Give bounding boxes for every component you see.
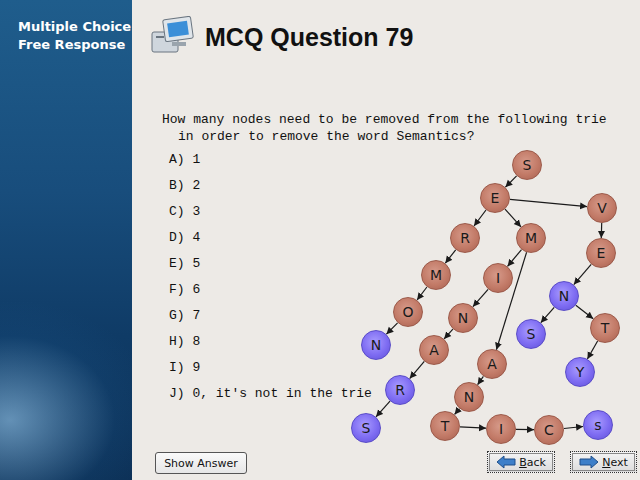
- node-letter: E: [491, 190, 500, 206]
- trie-node: S: [516, 319, 546, 349]
- trie-edge: [417, 287, 427, 300]
- trie-node: S: [351, 413, 381, 443]
- trie-node: S: [512, 150, 542, 180]
- nav-button: Next: [570, 451, 637, 473]
- node-letter: A: [429, 342, 439, 358]
- trie-node: N: [361, 330, 391, 360]
- trie-node: M: [516, 223, 546, 253]
- trie-node: T: [430, 411, 460, 441]
- trie-node: Y: [565, 357, 595, 387]
- arrow-icon: [579, 455, 599, 469]
- node-letter: M: [525, 230, 537, 246]
- trie-edge: [410, 361, 425, 378]
- trie-node: N: [448, 303, 478, 333]
- node-letter: E: [597, 245, 606, 261]
- trie-edge: [444, 329, 453, 339]
- node-letter: C: [544, 422, 554, 438]
- node-letter: O: [402, 304, 413, 320]
- answer-option: I) 9: [169, 360, 200, 375]
- trie-edge: [474, 210, 486, 226]
- question-text: How many nodes need to be removed from t…: [162, 111, 630, 145]
- trie-edge: [574, 264, 591, 284]
- node-letter: N: [559, 288, 569, 304]
- answer-option: B) 2: [169, 178, 200, 193]
- button-label: Back: [519, 456, 546, 469]
- push-button: Show Answer: [155, 452, 247, 474]
- sidebar-tab: Free Response: [18, 37, 125, 52]
- trie-edge: [505, 209, 521, 227]
- trie-edge: [587, 341, 597, 359]
- trie-node: C: [534, 415, 564, 445]
- button-label: Next: [602, 456, 628, 469]
- sidebar-panel: [0, 0, 132, 480]
- answer-option: J) 0, it's not in the trie: [169, 386, 372, 401]
- trie-edge: [478, 376, 484, 384]
- answer-option: H) 8: [169, 334, 200, 349]
- trie-edge: [460, 427, 486, 428]
- trie-node: N: [454, 382, 484, 412]
- trie-node: M: [421, 260, 451, 290]
- trie-node: E: [480, 183, 510, 213]
- trie-node: A: [419, 335, 449, 365]
- node-letter: R: [395, 382, 405, 398]
- sidebar-tab: Multiple Choice: [18, 19, 131, 34]
- trie-node: I: [483, 263, 513, 293]
- node-letter: I: [499, 421, 503, 437]
- trie-edge: [576, 305, 593, 319]
- trie-edge: [505, 176, 516, 187]
- node-letter: S: [527, 326, 536, 342]
- trie-node: R: [450, 223, 480, 253]
- trie-edge: [386, 323, 397, 334]
- trie-node: I: [486, 414, 516, 444]
- node-letter: N: [371, 337, 381, 353]
- computer-icon: [150, 16, 196, 56]
- node-letter: I: [496, 270, 500, 286]
- trie-edge: [508, 250, 522, 267]
- node-letter: Y: [576, 364, 585, 380]
- trie-edge: [455, 409, 460, 415]
- trie-node: N: [549, 281, 579, 311]
- trie-edge: [541, 307, 554, 322]
- trie-edge: [473, 289, 488, 306]
- answer-option: A) 1: [169, 152, 200, 167]
- answer-option: D) 4: [169, 230, 200, 245]
- node-letter: N: [464, 389, 474, 405]
- trie-edge: [445, 250, 455, 263]
- trie-node: E: [586, 238, 616, 268]
- page-title: MCQ Question 79: [205, 23, 413, 52]
- trie-node: R: [385, 375, 415, 405]
- button-label: Show Answer: [164, 457, 238, 470]
- trie-edge: [376, 401, 390, 417]
- trie-node: V: [587, 193, 617, 223]
- node-letter: s: [594, 417, 601, 433]
- answer-option: E) 5: [169, 256, 200, 271]
- trie-node: T: [590, 313, 620, 343]
- trie-node: s: [583, 410, 613, 440]
- trie-node: O: [393, 297, 423, 327]
- answer-option: C) 3: [169, 204, 200, 219]
- node-letter: M: [430, 267, 442, 283]
- node-letter: R: [460, 230, 470, 246]
- trie-edge: [516, 429, 534, 431]
- answer-option: G) 7: [169, 308, 200, 323]
- trie-edge: [601, 223, 603, 238]
- answer-option: F) 6: [169, 282, 200, 297]
- node-letter: A: [487, 356, 497, 372]
- node-letter: N: [458, 310, 468, 326]
- node-letter: S: [523, 157, 532, 173]
- node-letter: T: [441, 418, 450, 434]
- arrow-icon: [496, 455, 516, 469]
- trie-edge: [510, 199, 587, 206]
- node-letter: S: [362, 420, 371, 436]
- trie-edge: [564, 427, 583, 429]
- node-letter: V: [597, 200, 607, 216]
- nav-button: Back: [487, 451, 555, 473]
- node-letter: T: [601, 320, 610, 336]
- trie-node: A: [477, 349, 507, 379]
